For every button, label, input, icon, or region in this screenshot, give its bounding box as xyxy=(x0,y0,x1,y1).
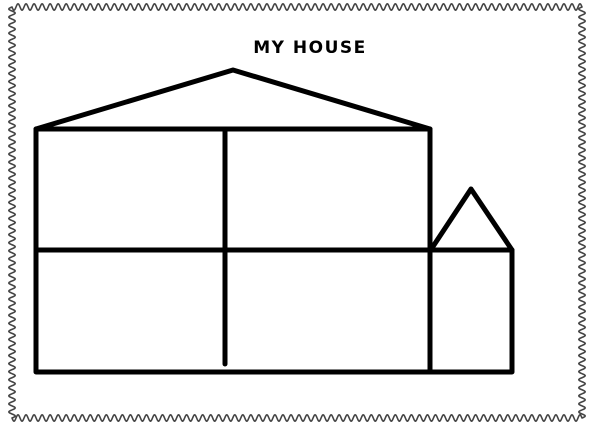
annex-roof xyxy=(432,189,512,250)
house-drawing xyxy=(36,70,512,372)
annex-outline xyxy=(430,250,512,372)
decorative-wavy-border xyxy=(9,4,585,421)
worksheet-title: MY HOUSE xyxy=(253,38,367,58)
main-roof xyxy=(36,70,430,129)
